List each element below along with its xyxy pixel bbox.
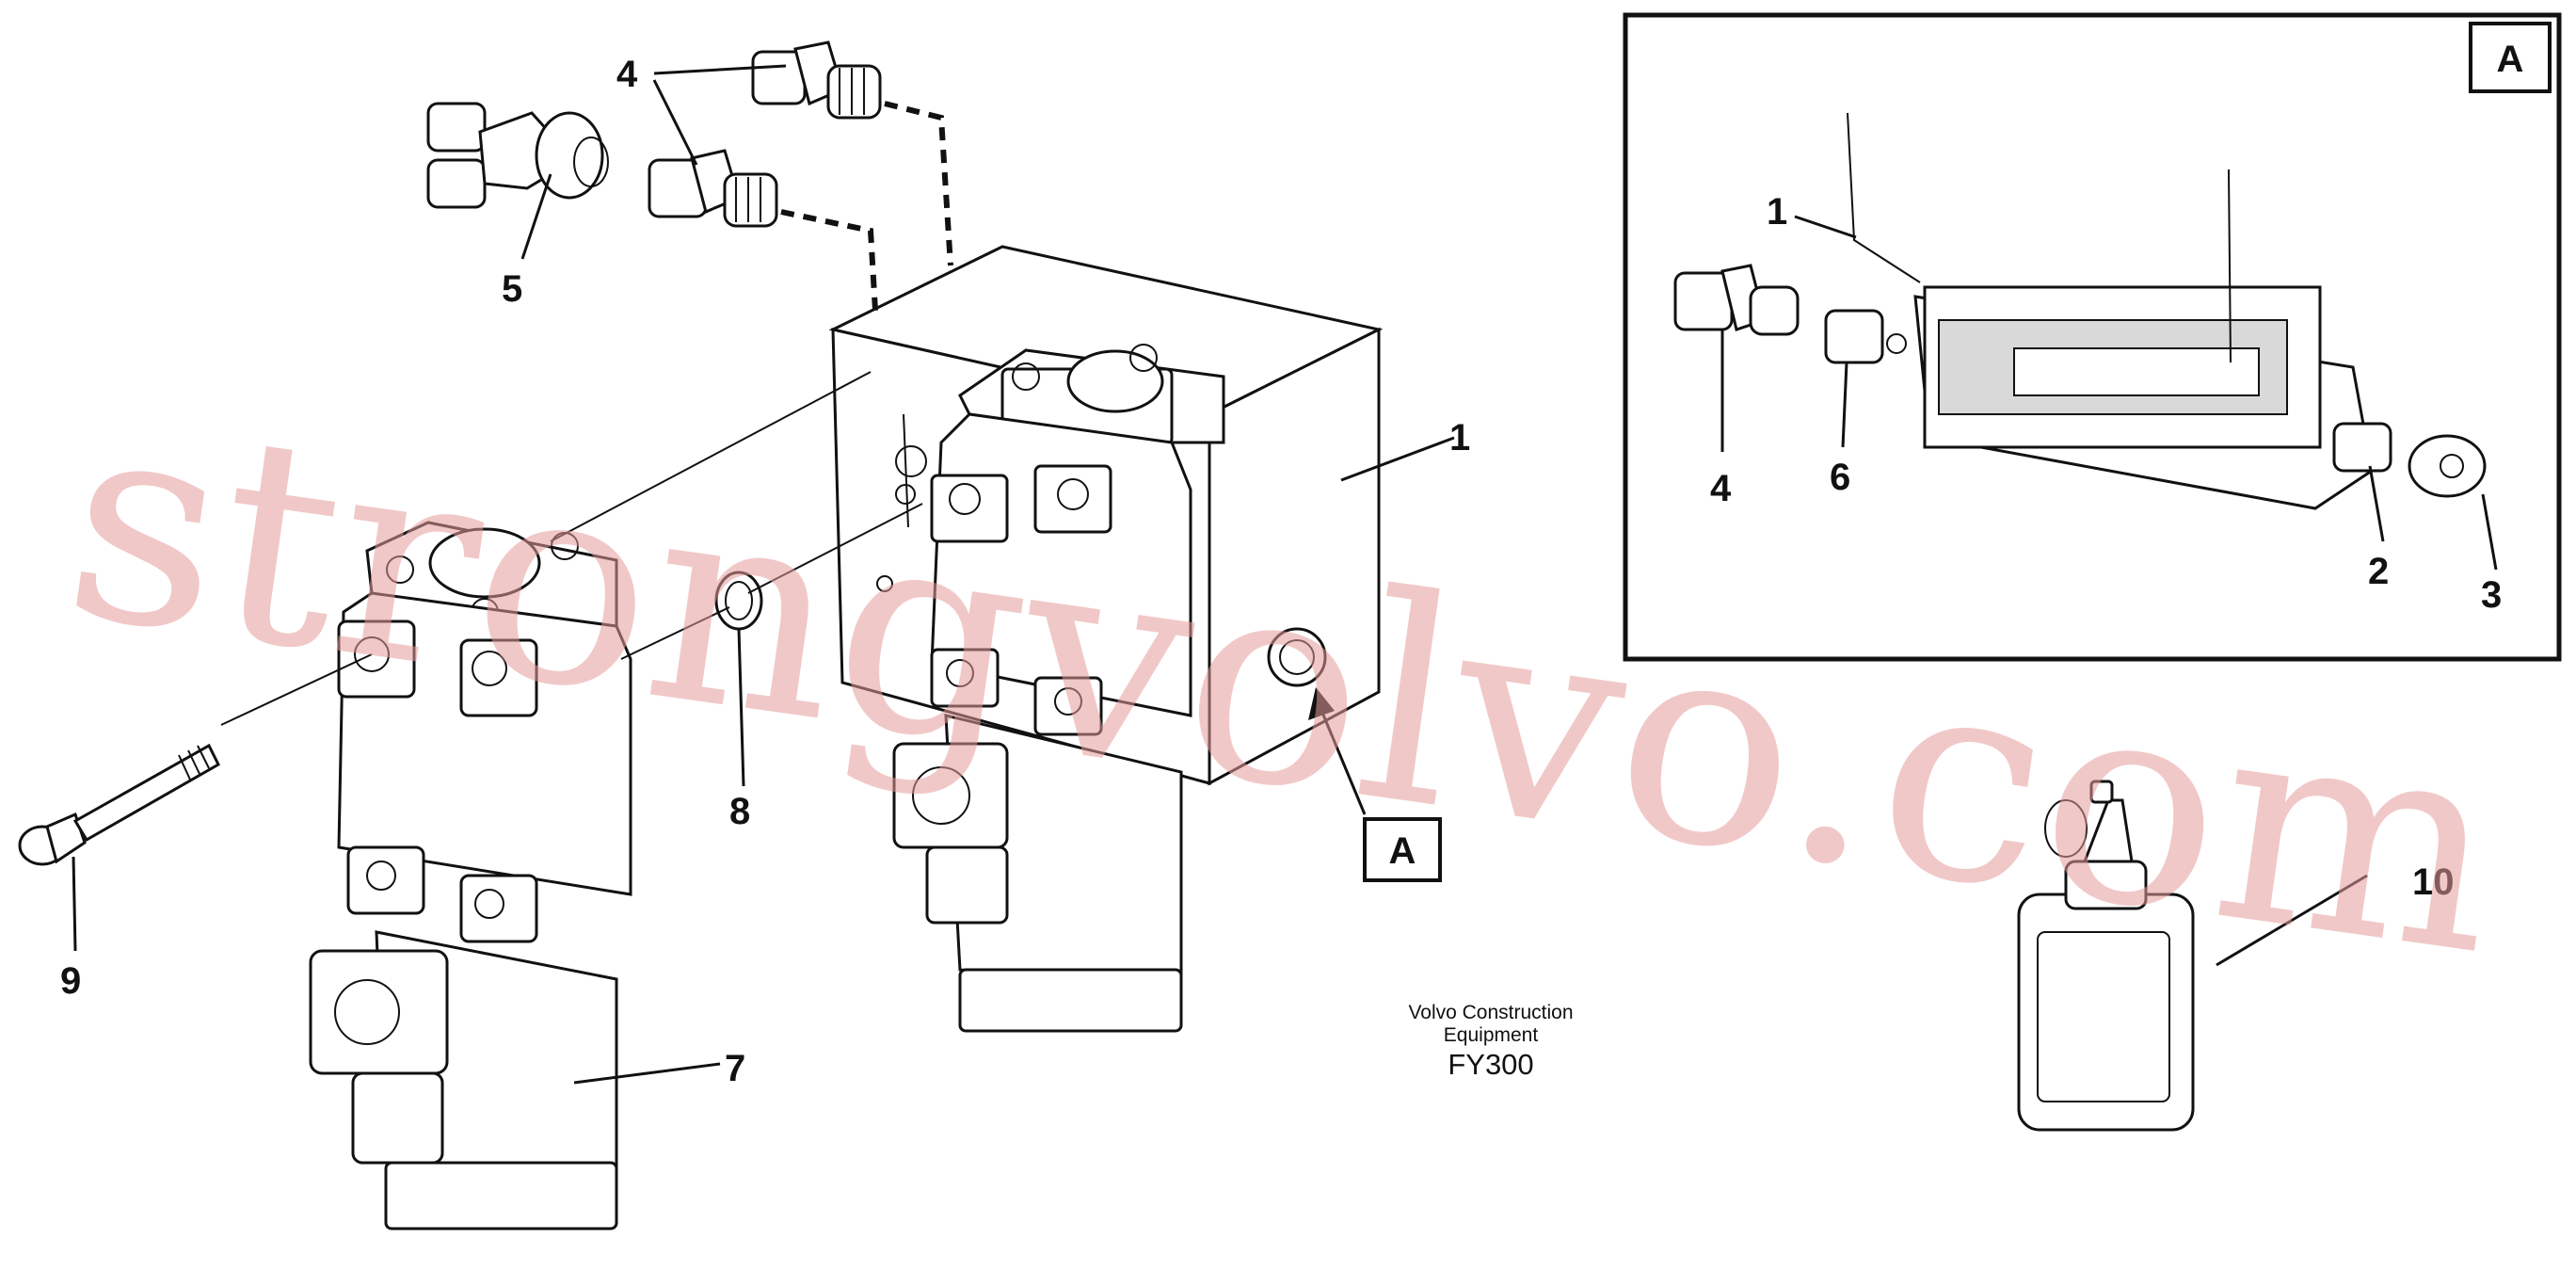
- upper-solenoid-valve: [892, 344, 1225, 1033]
- detail-marker: [1308, 687, 1442, 882]
- detail-inset: [1623, 12, 2562, 662]
- callout-8: 8: [729, 791, 750, 832]
- callout-5-main: 5: [502, 268, 522, 310]
- straight-fitting-upper: [751, 40, 882, 120]
- callout-1-main: 1: [1449, 417, 1470, 459]
- callout-10: 10: [2412, 861, 2455, 903]
- leader-lines: [72, 64, 2498, 1085]
- callout-4-detail: 4: [1710, 468, 1732, 509]
- detail-label: A: [2497, 39, 2524, 80]
- bolt-axis-line: [220, 653, 373, 726]
- assembly-line-oring-right: [747, 503, 923, 594]
- callout-9: 9: [60, 960, 81, 1002]
- caption-line1: Volvo Construction: [1408, 1002, 1573, 1023]
- detail-marker-label: A: [1389, 830, 1416, 872]
- callout-1-detail: 1: [1767, 191, 1787, 233]
- hose-dash-upper: [884, 101, 953, 266]
- callout-2-detail: 2: [2368, 551, 2389, 592]
- caption-code: FY300: [1448, 1048, 1533, 1081]
- callout-7: 7: [725, 1048, 745, 1089]
- straight-fitting-lower: [648, 149, 778, 228]
- callout-4-main: 4: [616, 54, 638, 95]
- glue-bottle: [2017, 780, 2195, 1132]
- assembly-line-oring-left: [620, 606, 730, 660]
- assembly-line-upper: [550, 371, 872, 542]
- callout-3-detail: 3: [2481, 574, 2502, 616]
- tee-fitting: [426, 102, 609, 209]
- callout-6-detail: 6: [1830, 457, 1850, 498]
- caption-line2: Equipment: [1444, 1024, 1539, 1046]
- hose-dash-lower: [780, 209, 878, 312]
- bolt: [18, 743, 220, 866]
- solenoid-valve: [309, 521, 632, 1231]
